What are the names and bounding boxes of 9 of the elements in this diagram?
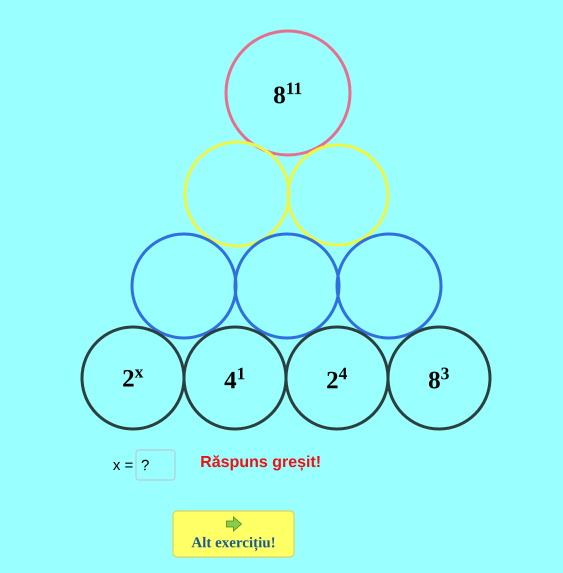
empty-circle bbox=[286, 144, 390, 246]
answer-box: ? bbox=[135, 449, 176, 481]
equation-label: x = bbox=[113, 462, 133, 470]
empty-circle bbox=[234, 232, 340, 340]
empty-circle bbox=[336, 232, 442, 340]
empty-circle bbox=[184, 140, 290, 248]
feedback-text: Răspuns greșit! bbox=[201, 455, 320, 471]
empty-circle bbox=[130, 232, 238, 340]
button: Alt exercițiu! bbox=[172, 510, 295, 558]
